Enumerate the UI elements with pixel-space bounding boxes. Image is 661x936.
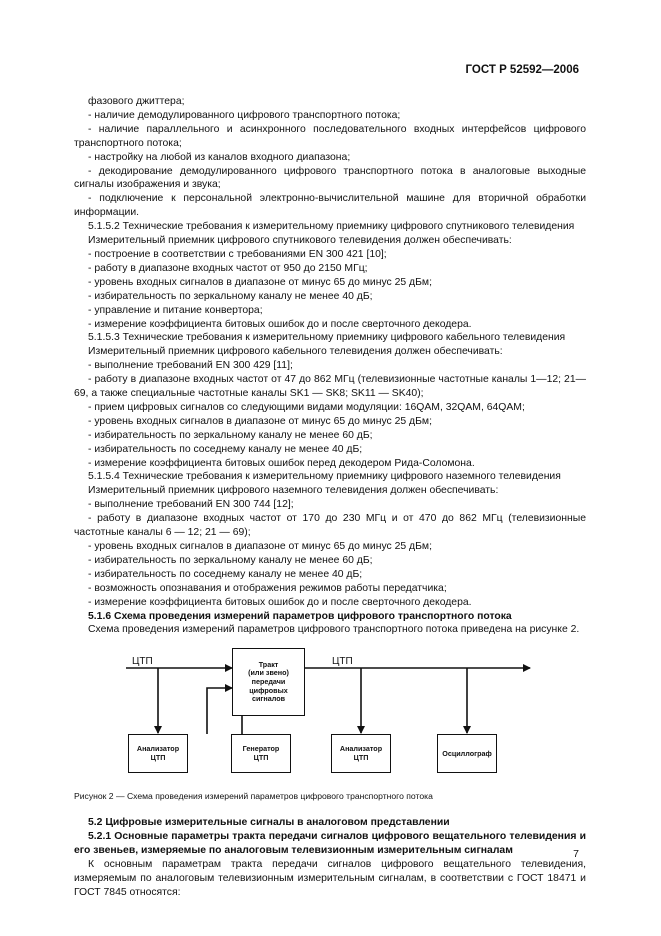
list-item: - измерение коэффициента битовых ошибок … xyxy=(88,457,475,469)
block-text: Генератор xyxy=(242,744,280,754)
transmission-tract-block: Тракт (или звено) передачи цифровых сигн… xyxy=(232,648,305,717)
section-heading: 5.2.1 Основные параметры тракта передачи… xyxy=(74,831,586,857)
block-text: Тракт xyxy=(258,659,279,669)
block-text: ЦТП xyxy=(353,752,369,762)
list-item: - уровень входных сигналов в диапазоне о… xyxy=(88,276,432,288)
block-text: ЦТП xyxy=(253,752,269,762)
generator-feedback-arrow xyxy=(206,684,233,735)
paragraph: Измерительный приемник цифрового спутник… xyxy=(88,235,512,247)
paragraph: Измерительный приемник цифрового кабельн… xyxy=(88,346,503,358)
paragraph: фазового джиттера; xyxy=(88,96,185,107)
block-text: Анализатор xyxy=(136,744,180,754)
block-text: (или звено) xyxy=(248,668,289,678)
list-item: - избирательность по соседнему каналу не… xyxy=(88,568,363,580)
generator-block: Генератор ЦТП xyxy=(231,734,291,774)
list-item: - подключение к персональной электронно-… xyxy=(74,193,586,219)
list-item: - выполнение требований EN 300 744 [12]; xyxy=(88,499,294,511)
list-item: - возможность опознавания и отображения … xyxy=(88,582,447,594)
list-item: - избирательность по зеркальному каналу … xyxy=(88,290,373,302)
list-item: - декодирование демодулированного цифров… xyxy=(74,165,586,191)
list-item: - настройку на любой из каналов входного… xyxy=(88,151,351,163)
block-text: ЦТП xyxy=(150,752,166,762)
input-label: ЦТП xyxy=(132,656,153,668)
section-heading: 5.1.5.4 Технические требования к измерит… xyxy=(88,471,561,483)
list-item: - прием цифровых сигналов со следующими … xyxy=(88,401,525,413)
oscilloscope-block: Осциллограф xyxy=(437,734,497,774)
page-body: фазового джиттера; - наличие демодулиров… xyxy=(74,95,586,900)
block-text: передачи xyxy=(251,677,286,687)
list-item: - уровень входных сигналов в диапазоне о… xyxy=(88,541,432,552)
list-item: - наличие демодулированного цифрового тр… xyxy=(88,109,401,121)
section-heading: 5.1.6 Схема проведения измерений парамет… xyxy=(88,610,512,622)
block-text: Анализатор xyxy=(339,744,383,754)
list-item: - измерение коэффициента битовых ошибок … xyxy=(88,318,472,330)
list-item: - работу в диапазоне входных частот от 9… xyxy=(88,262,368,274)
section-heading: 5.2 Цифровые измерительные сигналы в ана… xyxy=(88,817,450,829)
figure-caption: Рисунок 2 — Схема проведения измерений п… xyxy=(74,791,433,802)
list-item: - построение в соответствии с требования… xyxy=(88,248,387,260)
paragraph: К основным параметрам тракта передачи си… xyxy=(74,858,586,898)
list-item: - избирательность по зеркальному каналу … xyxy=(88,429,373,441)
list-item: - наличие параллельного и асинхронного п… xyxy=(74,123,586,149)
list-item: - избирательность по соседнему каналу не… xyxy=(88,443,363,455)
analyzer-block-2: Анализатор ЦТП xyxy=(331,734,391,774)
page-number: 7 xyxy=(573,848,579,860)
measurement-diagram: ЦТП ЦТП Тракт (или звено) передачи цифро… xyxy=(74,640,586,788)
section-heading: 5.1.5.2 Технические требования к измерит… xyxy=(88,221,575,233)
list-item: - работу в диапазоне входных частот от 1… xyxy=(74,513,586,539)
document-header: ГОСТ Р 52592—2006 xyxy=(465,64,579,76)
list-item: - избирательность по зеркальному каналу … xyxy=(88,554,373,566)
section-heading: 5.1.5.3 Технические требования к измерит… xyxy=(88,332,566,344)
output-label: ЦТП xyxy=(332,656,353,668)
paragraph: Измерительный приемник цифрового наземно… xyxy=(88,485,499,497)
list-item: - работу в диапазоне входных частот от 4… xyxy=(74,374,586,400)
list-item: - уровень входных сигналов в диапазоне о… xyxy=(88,415,432,427)
analyzer-block-1: Анализатор ЦТП xyxy=(128,734,188,774)
list-item: - управление и питание конвертора; xyxy=(88,304,263,316)
block-text: цифровых xyxy=(249,685,288,695)
list-item: - измерение коэффициента битовых ошибок … xyxy=(88,596,472,608)
block-text: Осциллограф xyxy=(442,748,492,758)
paragraph: Схема проведения измерений параметров ци… xyxy=(88,624,580,636)
block-text: сигналов xyxy=(251,694,286,704)
list-item: - выполнение требований EN 300 429 [11]; xyxy=(88,360,293,372)
